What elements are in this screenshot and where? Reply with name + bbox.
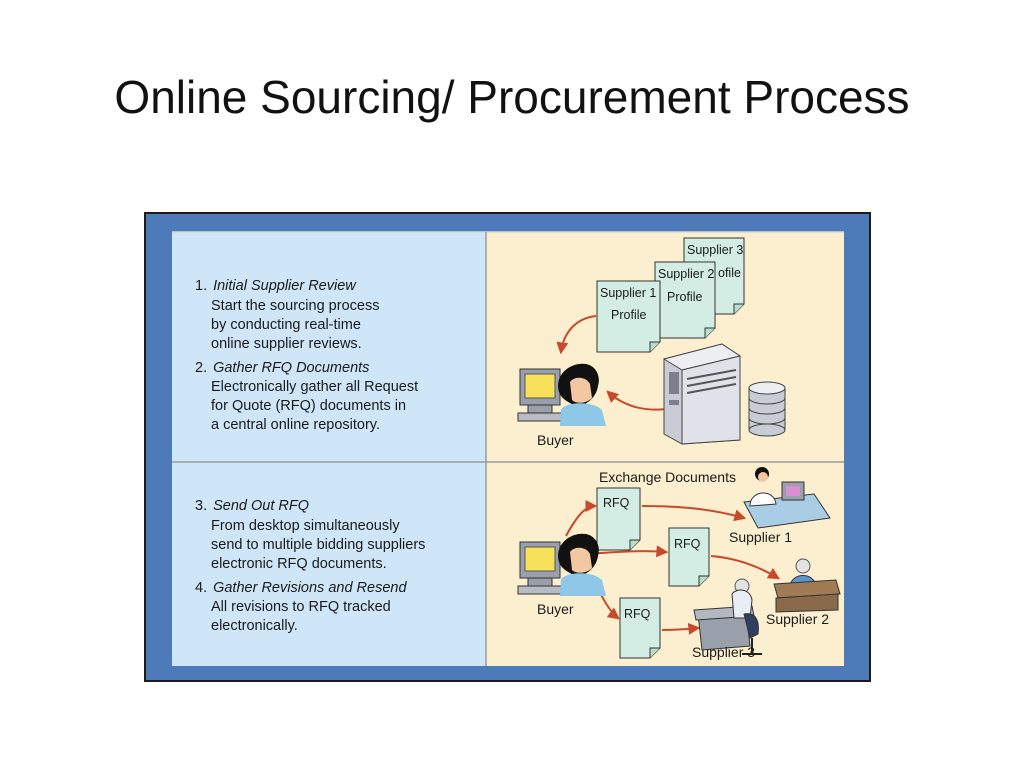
svg-text:send to multiple bidding suppl: send to multiple bidding suppliers [211,537,425,553]
svg-text:Supplier 1: Supplier 1 [600,286,656,300]
supplier-2-label: Supplier 2 [766,611,829,627]
rfq-1-to-supplier-1-arrow [641,505,747,522]
svg-text:3.Send Out RFQ: 3.Send Out RFQ [195,498,309,514]
rfq-3-to-supplier-3-arrow [661,622,701,635]
supplier-3-desk-icon [693,578,762,655]
profile-to-buyer-arrow [556,315,597,355]
svg-text:Start the sourcing process: Start the sourcing process [211,298,379,314]
procurement-diagram: 1.Initial Supplier Review Start the sour… [172,231,844,666]
step-3: 3.Send Out RFQ From desktop simultaneous… [195,498,425,572]
rfq-2-to-supplier-2-arrow [710,555,781,580]
svg-text:online supplier reviews.: online supplier reviews. [211,336,362,352]
buyer-person-icon [558,363,606,426]
svg-text:Supplier 3: Supplier 3 [687,243,743,257]
step-panel-bottom [172,462,486,666]
svg-text:From desktop simultaneously: From desktop simultaneously [211,518,400,534]
step-1: 1.Initial Supplier Review Start the sour… [195,278,379,352]
svg-text:electronically.: electronically. [211,618,298,634]
rfq-doc-3: RFQ [619,597,661,659]
step-2: 2.Gather RFQ Documents Electronically ga… [195,360,418,433]
procurement-figure: 1.Initial Supplier Review Start the sour… [144,212,871,682]
supplier-2-desk-icon [773,558,841,613]
rfq-doc-2: RFQ [668,527,710,587]
buyer-computer-icon-bottom [517,541,565,595]
buyer-label-bottom: Buyer [537,601,574,617]
buyer-person-icon-bottom [558,533,606,596]
svg-text:RFQ: RFQ [603,496,630,510]
rfq-doc-1: RFQ [596,487,641,551]
svg-text:1.Initial Supplier Review: 1.Initial Supplier Review [195,278,357,294]
server-to-buyer-arrow [606,390,667,411]
svg-text:4.Gather Revisions and Resend: 4.Gather Revisions and Resend [195,580,407,596]
svg-text:ofile: ofile [718,266,741,280]
buyer-to-rfq-1-arrow [565,500,598,537]
svg-text:2.Gather RFQ Documents: 2.Gather RFQ Documents [195,360,369,376]
supplier-1-label: Supplier 1 [729,529,792,545]
supplier-3-label: Supplier 3 [692,644,755,660]
svg-text:Profile: Profile [667,290,702,304]
svg-text:RFQ: RFQ [674,537,701,551]
supplier-1-desk-icon [743,467,831,529]
buyer-label-top: Buyer [537,432,574,448]
svg-text:Profile: Profile [611,308,646,322]
svg-text:Supplier 2: Supplier 2 [658,267,714,281]
step-panel-top [172,232,486,462]
svg-text:Electronically gather all Requ: Electronically gather all Request [211,379,418,395]
svg-text:All revisions to RFQ tracked: All revisions to RFQ tracked [211,599,391,615]
svg-text:a central online repository.: a central online repository. [211,417,380,433]
buyer-computer-icon [517,368,565,422]
server-icon [662,343,742,445]
svg-text:RFQ: RFQ [624,607,651,621]
step-4: 4.Gather Revisions and Resend All revisi… [195,580,407,634]
page-title: Online Sourcing/ Procurement Process [114,71,910,123]
database-icon [748,381,786,437]
svg-text:by conducting real-time: by conducting real-time [211,317,361,333]
supplier-1-profile-doc: Supplier 1 Profile [596,280,661,353]
svg-text:for Quote (RFQ) documents in: for Quote (RFQ) documents in [211,398,406,414]
exchange-documents-label: Exchange Documents [599,469,736,485]
svg-text:electronic RFQ documents.: electronic RFQ documents. [211,556,387,572]
supplier-2-profile-doc: Supplier 2 Profile [654,261,716,339]
